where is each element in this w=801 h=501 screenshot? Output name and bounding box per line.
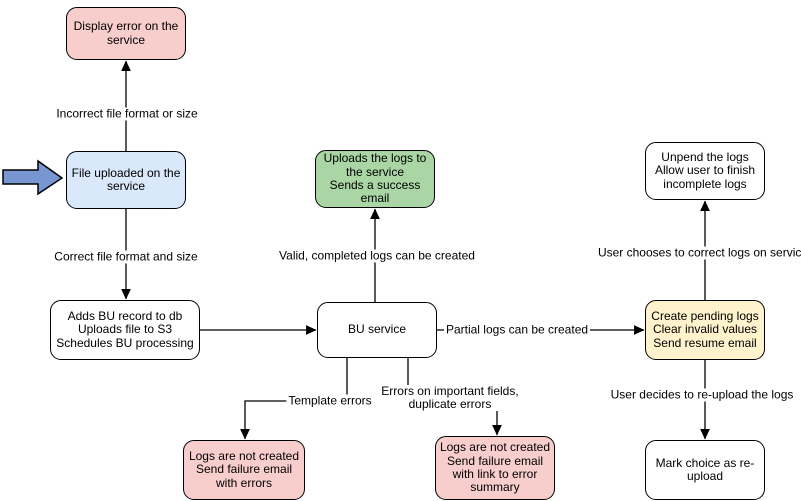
edge-label-template-errors: Template errors	[286, 393, 374, 408]
node-text-line: Clear invalid values	[652, 322, 758, 337]
node-text-line: with link to error	[452, 467, 538, 481]
edge-label-line: User decides to re-upload the logs	[610, 387, 794, 402]
node-text-line: Uploads file to S3	[77, 322, 173, 337]
node-text-line: Mark choice as re-	[655, 455, 755, 470]
node-mark-choice-as-reupload: Mark choice as re-upload	[645, 440, 765, 500]
node-text-line: File uploaded on the	[71, 165, 181, 180]
edge-label-line: Errors on important fields,	[381, 384, 519, 398]
edge-label-user-reuploads-logs: User decides to re-upload the logs	[608, 387, 796, 402]
node-text-line: Sends a success	[329, 178, 421, 192]
edge-label-line: User chooses to correct logs on service	[597, 245, 801, 260]
edge-label-valid-completed-logs: Valid, completed logs can be created	[277, 248, 477, 263]
edge-label-line: Correct file format and size	[54, 249, 198, 264]
node-text-line: incomplete logs	[663, 176, 747, 191]
edge-label-partial-logs-created: Partial logs can be created	[443, 322, 591, 337]
node-text-line: email	[360, 191, 390, 206]
edge-label-line: Valid, completed logs can be created	[279, 248, 475, 263]
node-text-line: Logs are not created	[188, 448, 300, 463]
node-text-line: Send resume email	[653, 335, 757, 350]
node-text-line: Uploads the logs to	[323, 151, 427, 166]
node-text-line: Logs are not created	[439, 440, 551, 455]
edge-label-line: duplicate errors	[408, 397, 492, 411]
node-text-line: Allow user to finish	[654, 163, 756, 178]
node-text-line: BU service	[347, 322, 406, 337]
edge-label-correct-file-format: Correct file format and size	[52, 249, 200, 264]
node-text-line: Display error on the	[73, 19, 179, 34]
node-text-line: Adds BU record to db	[67, 308, 183, 323]
node-text-line: with errors	[215, 475, 272, 490]
node-text-line: upload	[686, 469, 724, 483]
edge-label-line: Template errors	[288, 393, 372, 408]
node-text-line: Schedules BU processing	[56, 335, 194, 350]
node-text-line: the service	[345, 164, 405, 179]
node-text-line: Send failure email	[195, 462, 293, 477]
node-text-line: summary	[470, 480, 520, 495]
node-text-line: service	[106, 179, 145, 193]
edge-label-line: Partial logs can be created	[445, 322, 589, 337]
node-text-line: Send failure email	[446, 453, 544, 468]
node-bu-service: BU service	[317, 302, 437, 358]
node-text-line: Create pending logs	[651, 308, 759, 323]
input-pointer-arrow-icon	[2, 159, 64, 196]
node-text-line: service	[106, 32, 145, 47]
edge-label-user-corrects-logs-on-service: User chooses to correct logs on service	[595, 245, 801, 260]
edge-label-incorrect-file-format: Incorrect file format or size	[54, 106, 200, 121]
edge-label-line: Incorrect file format or size	[56, 106, 198, 121]
edge-label-important-field-errors: Errors on important fields,duplicate err…	[379, 384, 521, 411]
node-text-line: Unpend the logs	[661, 149, 749, 164]
